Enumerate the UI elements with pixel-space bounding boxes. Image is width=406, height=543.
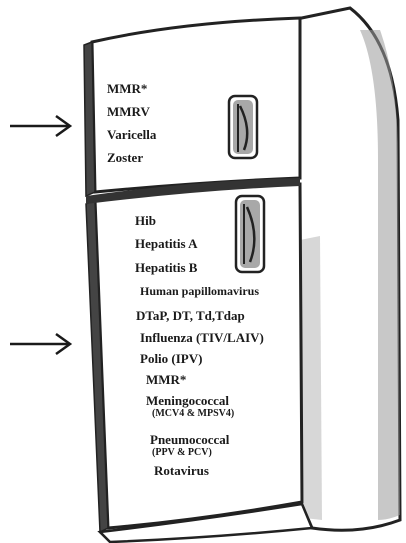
fridge-item: Human papillomavirus xyxy=(140,284,260,298)
fridge-item: Meningococcal xyxy=(146,393,230,408)
fridge-side-shadow-2 xyxy=(300,236,322,520)
fridge-item: Rotavirus xyxy=(154,463,209,478)
freezer-handle xyxy=(227,94,259,160)
refrigerator-arrow xyxy=(10,332,73,356)
fridge-item-sub: (MCV4 & MPSV4) xyxy=(152,408,235,419)
fridge-item: Influenza (TIV/LAIV) xyxy=(140,330,264,345)
fridge-item: Hepatitis A xyxy=(135,236,198,251)
fridge-item-sub: (PPV & PCV) xyxy=(152,447,212,458)
freezer-item: MMR* xyxy=(107,81,148,96)
fridge-item: Hib xyxy=(135,213,156,228)
freezer-item: Varicella xyxy=(107,127,157,142)
freezer-item: Zoster xyxy=(107,150,144,165)
freezer-item: MMRV xyxy=(107,104,150,119)
fridge-item: Hepatitis B xyxy=(135,260,198,275)
fridge-base xyxy=(97,502,314,543)
fridge-handle xyxy=(234,194,266,274)
fridge-item: Polio (IPV) xyxy=(140,351,203,366)
fridge-side-shadow xyxy=(360,30,400,520)
freezer-arrow xyxy=(10,114,73,138)
fridge-item: MMR* xyxy=(146,372,187,387)
fridge-item: Pneumococcal xyxy=(150,432,230,447)
door-gap xyxy=(86,178,300,204)
fridge-item: DTaP, DT, Td,Tdap xyxy=(136,308,245,323)
